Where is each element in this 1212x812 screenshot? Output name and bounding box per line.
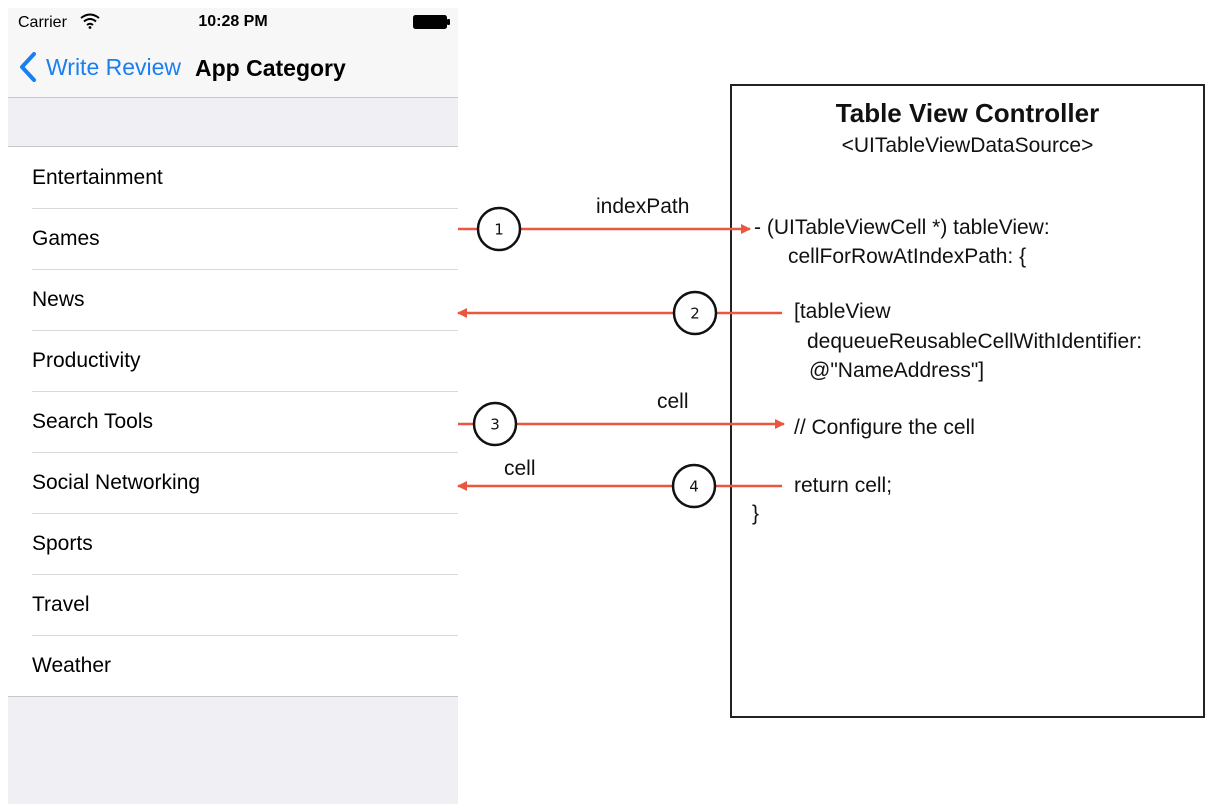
navigation-bar: Write Review App Category — [8, 36, 458, 98]
list-item[interactable]: Productivity — [8, 330, 458, 391]
code-line-method-signature: - (UITableViewCell *) tableView: — [754, 216, 1050, 239]
list-item[interactable]: Travel — [8, 574, 458, 635]
step-3-circle — [472, 401, 518, 447]
step-1-number: 1 — [494, 221, 504, 239]
arrow-1-label: indexPath — [596, 195, 690, 218]
code-line-method-name: cellForRowAtIndexPath: { — [788, 245, 1027, 268]
table-view-controller-box: Table View Controller <UITableViewDataSo… — [730, 84, 1205, 718]
code-line-identifier: @"NameAddress"] — [809, 359, 985, 382]
nav-title: App Category — [195, 55, 346, 81]
code-line-dequeue-call: dequeueReusableCellWithIdentifier: — [807, 330, 1143, 353]
arrow-4-label: cell — [504, 457, 536, 480]
battery-icon — [413, 15, 450, 29]
code-line-closing-brace: } — [752, 502, 760, 525]
step-2-number: 2 — [690, 305, 700, 323]
back-button[interactable]: Write Review — [18, 50, 181, 84]
category-list: Entertainment Games News Productivity Se… — [8, 146, 458, 697]
code-line-configure-comment: // Configure the cell — [794, 416, 975, 439]
list-item[interactable]: Games — [8, 208, 458, 269]
list-item[interactable]: Search Tools — [8, 391, 458, 452]
controller-subtitle: <UITableViewDataSource> — [841, 134, 1094, 157]
step-2-circle — [672, 290, 718, 336]
arrow-3-label: cell — [657, 390, 689, 413]
controller-title: Table View Controller — [835, 98, 1100, 128]
list-item[interactable]: Social Networking — [8, 452, 458, 513]
step-4-number: 4 — [689, 478, 699, 496]
step-4-circle — [671, 463, 717, 509]
list-item[interactable]: Sports — [8, 513, 458, 574]
step-3-number: 3 — [490, 416, 500, 434]
status-time: 10:28 PM — [198, 13, 268, 30]
wifi-icon — [80, 13, 100, 29]
list-item[interactable]: Entertainment — [32, 166, 163, 189]
step-1-circle — [476, 206, 522, 252]
chevron-left-icon — [20, 52, 36, 82]
code-line-dequeue-open: [tableView — [794, 300, 891, 323]
list-item[interactable]: Weather — [8, 635, 458, 696]
back-button-label: Write Review — [46, 53, 182, 80]
phone-screen: Carrier 10:28 PM Write Review App Catego… — [8, 8, 458, 804]
code-line-return: return cell; — [794, 474, 893, 497]
carrier-label: Carrier — [18, 14, 67, 31]
status-bar: Carrier 10:28 PM — [8, 8, 458, 36]
list-item[interactable]: News — [8, 269, 458, 330]
